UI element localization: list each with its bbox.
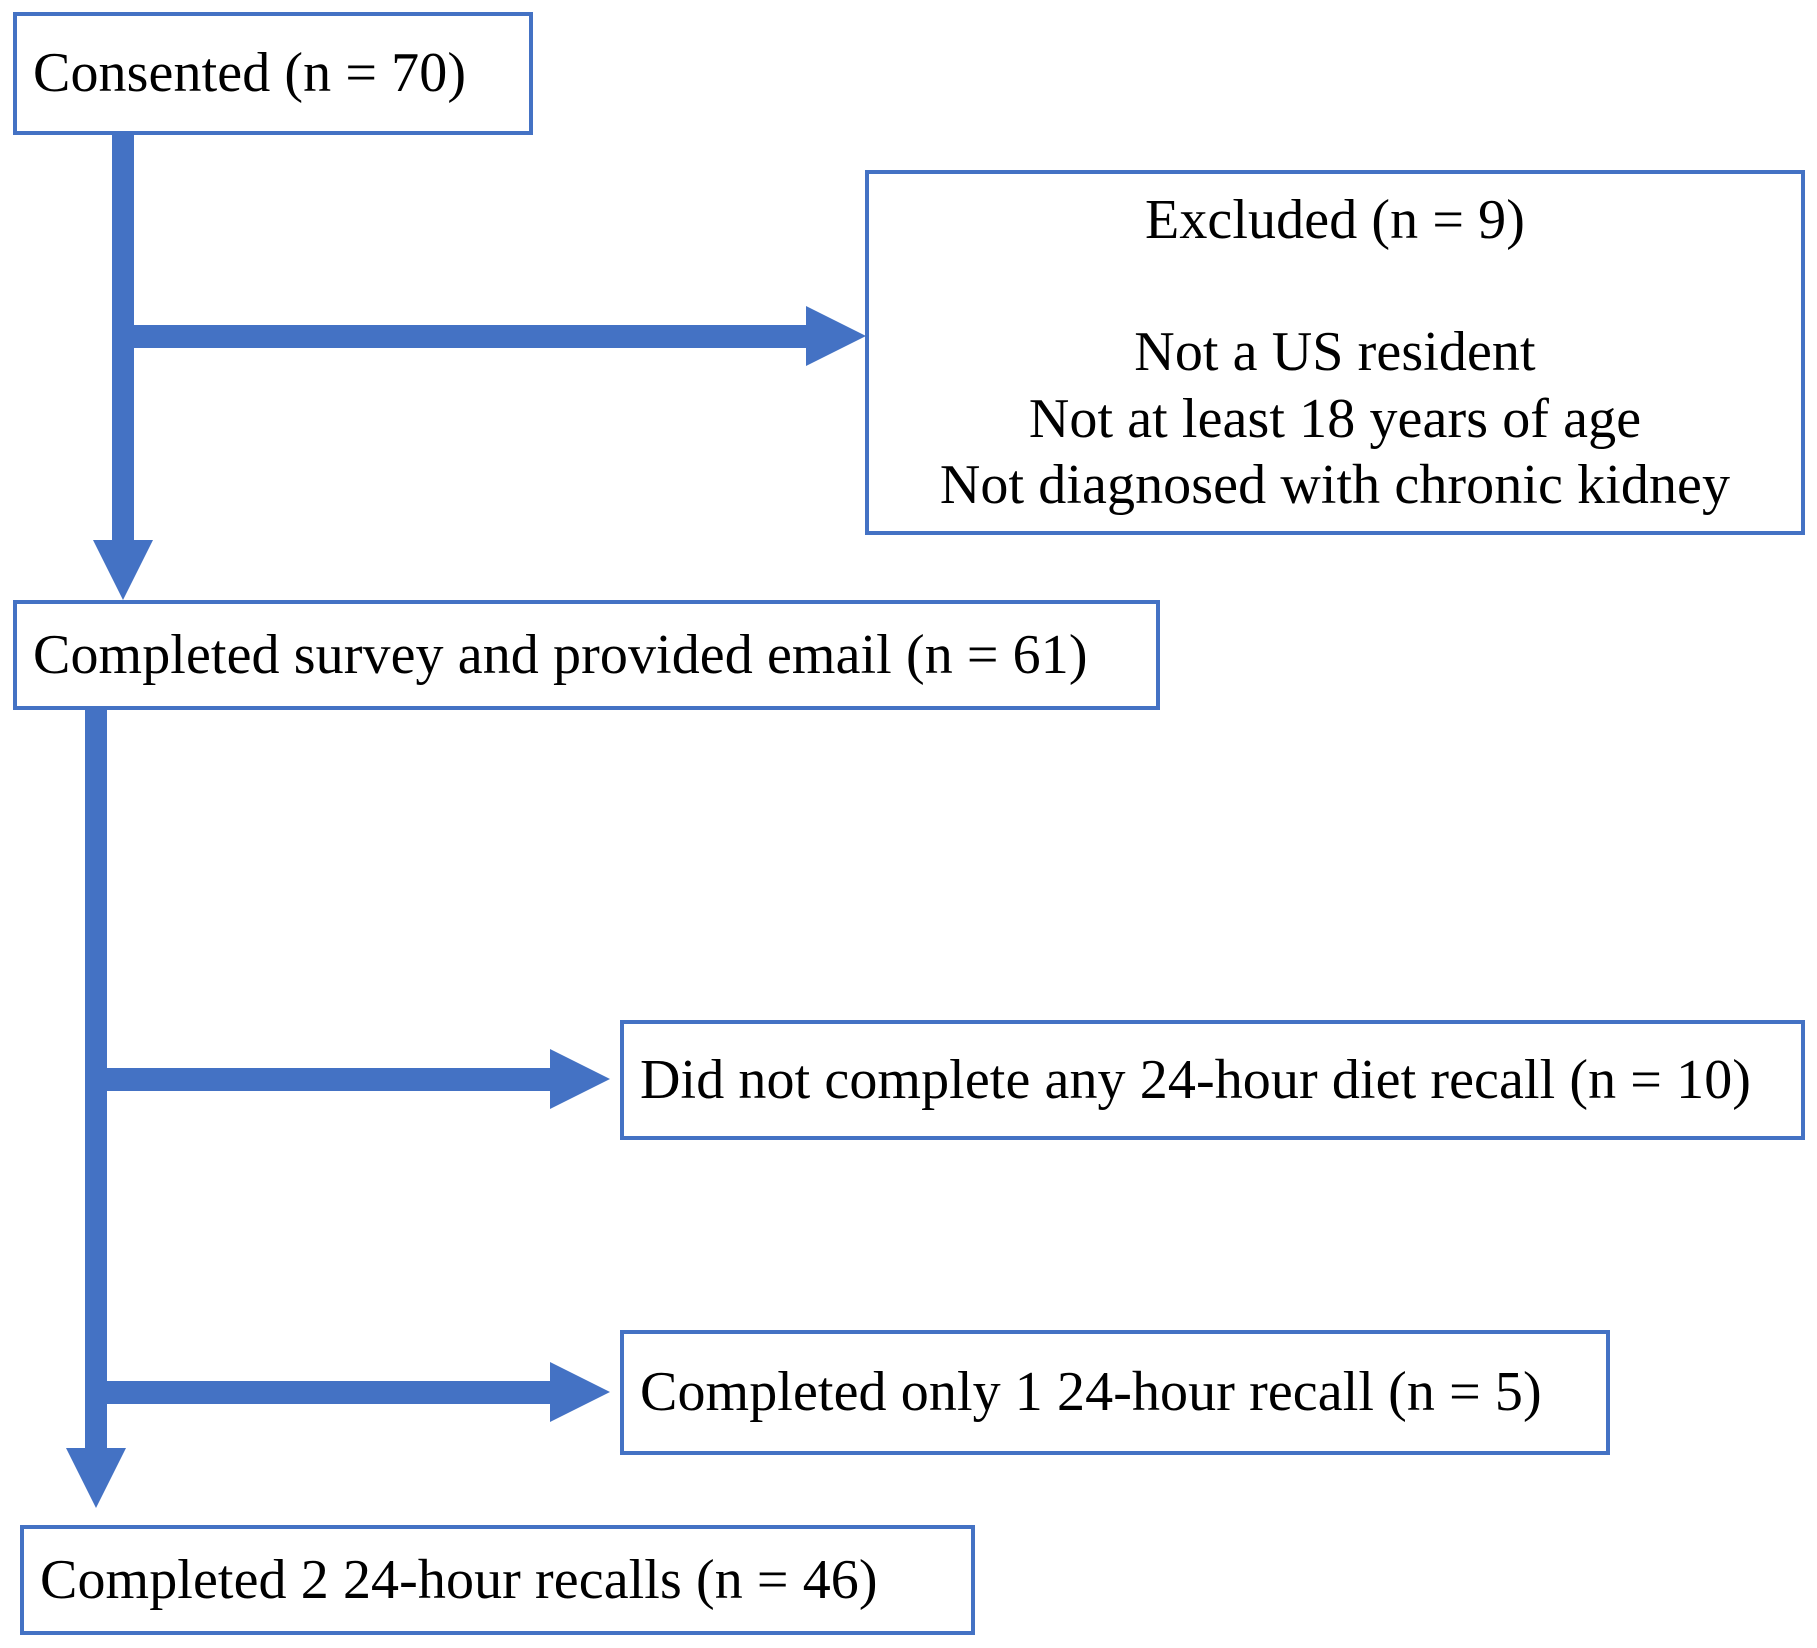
node-two-recalls: Completed 2 24-hour recalls (n = 46) [20,1525,975,1635]
node-completed-survey: Completed survey and provided email (n =… [13,600,1160,710]
arrowhead-right-to-no-recall-icon [550,1049,610,1109]
node-consented: Consented (n = 70) [13,12,533,135]
node-no-diet-recall: Did not complete any 24-hour diet recall… [620,1020,1805,1140]
arrowhead-right-to-excluded-icon [806,306,866,366]
node-excluded: Excluded (n = 9) Not a US resident Not a… [865,170,1805,535]
arrowhead-right-to-one-recall-icon [550,1362,610,1422]
connector-survey-to-no-recall-shaft [85,1068,555,1091]
node-consented-label: Consented (n = 70) [33,42,467,105]
connector-consented-to-excluded-shaft [112,325,812,348]
node-two-recalls-label: Completed 2 24-hour recalls (n = 46) [40,1548,878,1611]
node-excluded-label: Excluded (n = 9) Not a US resident Not a… [939,189,1731,516]
node-one-recall-label: Completed only 1 24-hour recall (n = 5) [640,1361,1542,1424]
node-completed-survey-label: Completed survey and provided email (n =… [33,623,1088,686]
arrowhead-down-to-survey-icon [93,540,153,600]
connector-survey-to-one-recall-shaft [85,1381,555,1404]
node-no-diet-recall-label: Did not complete any 24-hour diet recall… [640,1048,1752,1111]
node-one-recall: Completed only 1 24-hour recall (n = 5) [620,1330,1610,1455]
arrowhead-down-to-two-recalls-icon [66,1448,126,1508]
